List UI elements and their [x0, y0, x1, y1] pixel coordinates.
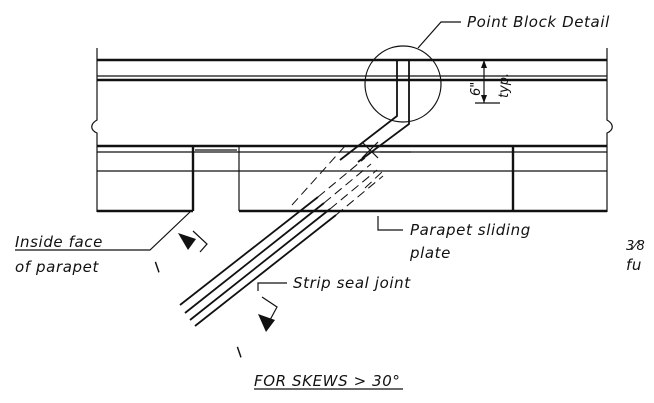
dimension-6in [475, 59, 500, 104]
section-arrow-2 [258, 296, 278, 332]
edge-text-1: 3⁄8 [626, 239, 645, 254]
section-arrow-1 [178, 230, 208, 253]
drawing-title: FOR SKEWS > 30° [254, 372, 401, 390]
detail-circle [364, 45, 442, 123]
inside-face-leader [15, 211, 191, 251]
break-lines [91, 48, 613, 212]
dimension-note: typ. [497, 73, 512, 98]
section-mark-2: I [233, 343, 246, 361]
point-block-leader [417, 21, 461, 49]
parapet-sliding-label-line1: Parapet sliding [410, 221, 531, 239]
parapet-sliding-label-line2: plate [409, 244, 451, 262]
edge-text-2: fu [626, 256, 642, 274]
intersection-mark [361, 141, 379, 159]
top-rail [97, 58, 607, 82]
parapet-band [97, 144, 607, 213]
point-block-label: Point Block Detail [467, 13, 610, 31]
inside-face-label-line1: Inside face [15, 233, 103, 251]
flat-plate [380, 145, 411, 153]
strip-seal-lines [179, 145, 384, 327]
parapet-sliding-leader [377, 216, 403, 231]
inside-face-label-line2: of parapet [15, 258, 99, 276]
point-block [339, 60, 410, 163]
dimension-value: 6" [469, 82, 484, 96]
strip-seal-label: Strip seal joint [293, 274, 411, 292]
strip-seal-leader [257, 282, 287, 291]
section-mark-1: I [151, 258, 164, 276]
